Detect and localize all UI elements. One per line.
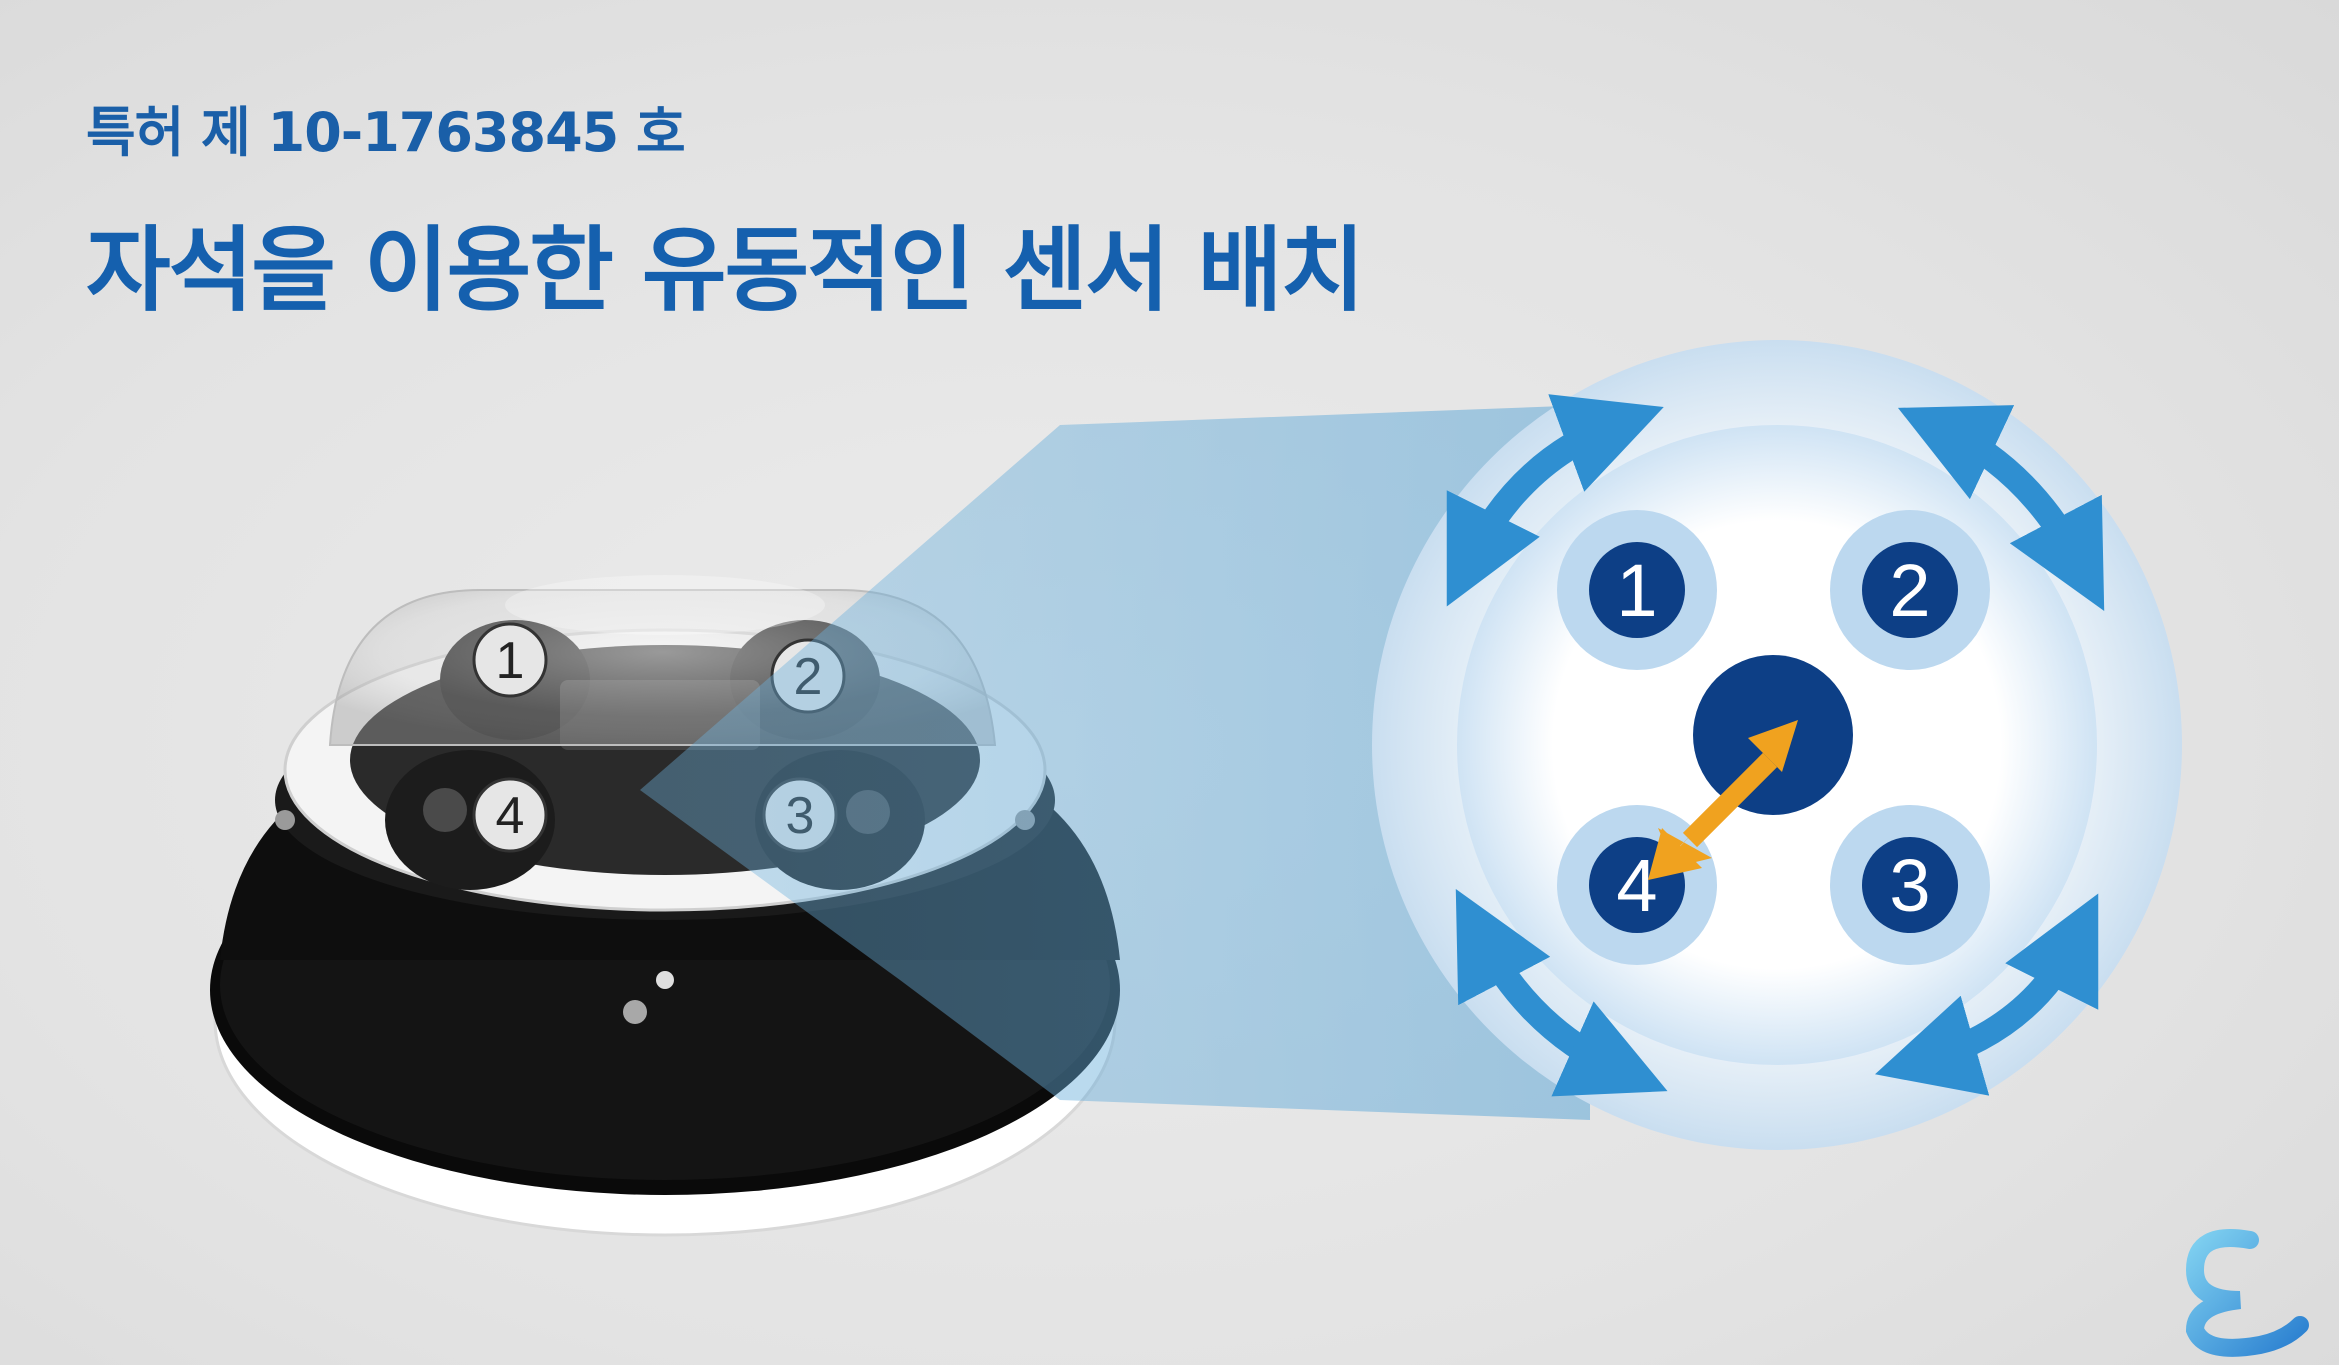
lens-label-4: 4	[496, 787, 525, 845]
rotate-arrow-icon	[1446, 394, 1664, 607]
screw-icon	[275, 810, 295, 830]
sensor-label-4: 4	[1616, 844, 1657, 927]
sensor-label-2: 2	[1889, 549, 1930, 632]
sensor-label-1: 1	[1616, 549, 1657, 632]
lens-label-1: 1	[496, 632, 525, 690]
page-title: 자석을 이용한 유동적인 센서 배치	[86, 217, 1365, 324]
screw-icon	[623, 1000, 647, 1024]
rotate-arrow-icon	[1875, 893, 2099, 1096]
sensor-diagram: 1 2 3 4	[1372, 340, 2182, 1150]
move-arrow-icon	[1648, 720, 1798, 880]
rotate-arrow-icon	[1897, 405, 2105, 612]
zoom-beam	[640, 405, 1590, 1120]
patent-number: 특허 제 10-1763845 호	[86, 101, 686, 164]
logo-icon	[2185, 1229, 2309, 1357]
rotate-arrow-icon	[1455, 888, 1668, 1097]
sensor-label-3: 3	[1889, 844, 1930, 927]
